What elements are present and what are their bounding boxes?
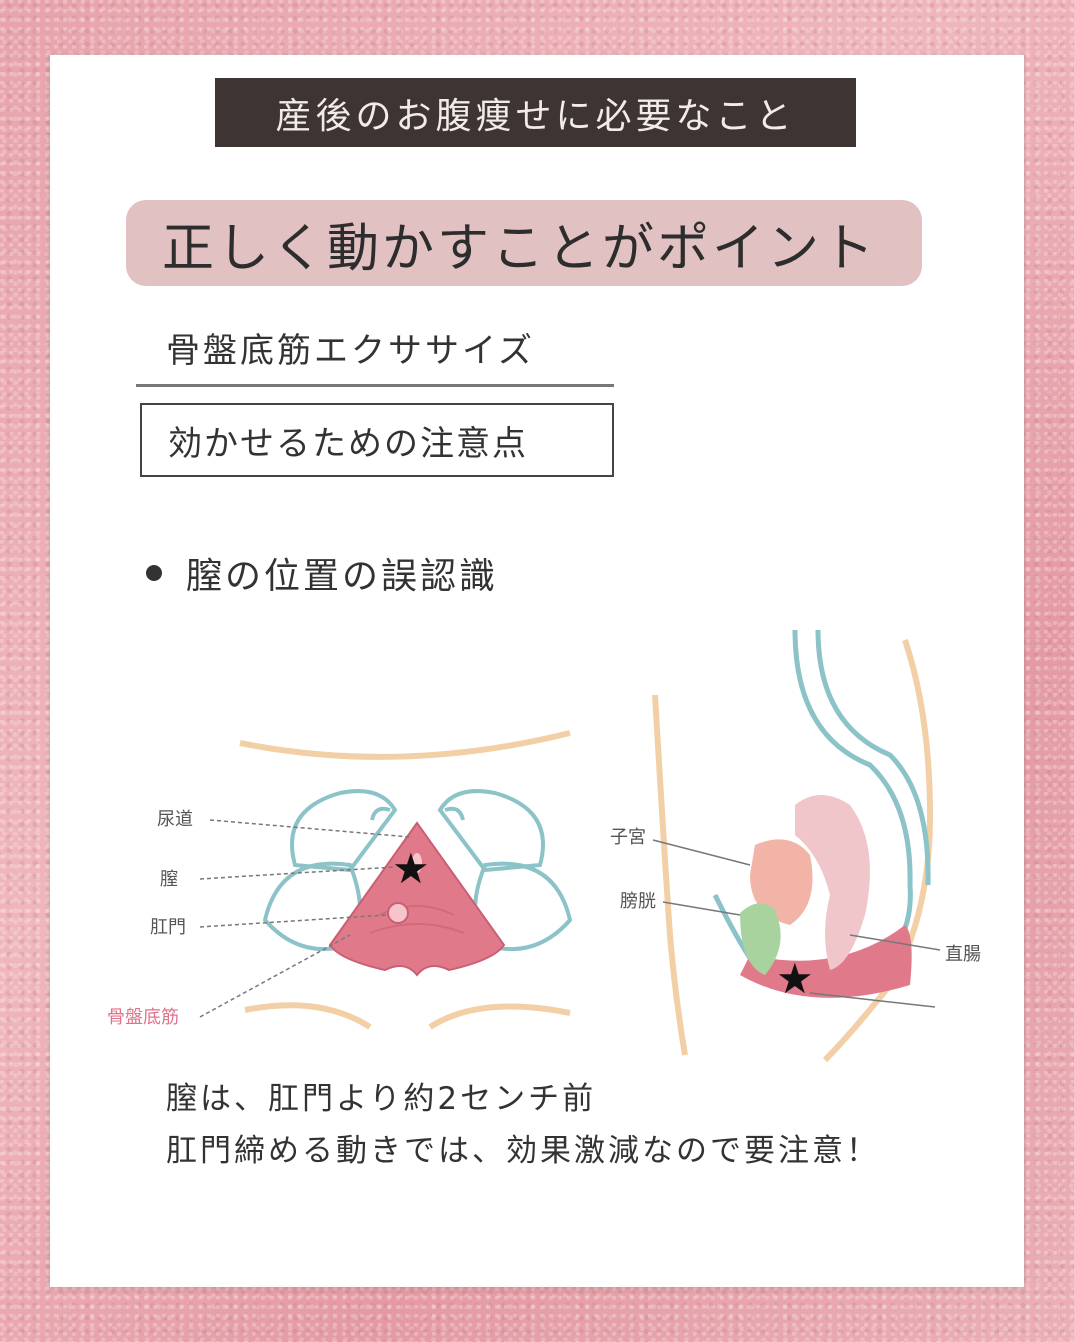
side-marker-star: ★ [776, 954, 814, 1003]
uterus-leader [652, 839, 751, 866]
anus-opening [387, 902, 409, 924]
label-vagina: 膣 [160, 869, 178, 890]
vagina-leader [199, 866, 396, 880]
bladder-leader [662, 901, 741, 916]
bullet-dot-icon [146, 565, 162, 581]
muscle-fibers [369, 905, 465, 934]
spine-sacrum [792, 629, 913, 937]
bullet-text: 膣の位置の誤認識 [186, 556, 499, 597]
rectum-leader [849, 934, 941, 951]
skin-back [822, 639, 934, 1063]
anatomy-diagram: ★ 尿道 膣 肛門 骨盤底筋 ★ 子宮 [107, 629, 981, 1063]
pelvic-floor-side-leader [809, 992, 936, 1008]
content-card: 産後のお腹痩せに必要なこと 正しく動かすことがポイント 骨盤底筋エクササイズ 効… [50, 55, 1024, 1287]
pelvic-bone-left [290, 789, 398, 873]
skin-front [652, 694, 688, 1056]
pelvic-floor-side [740, 925, 912, 998]
pelvic-bone-lower-right [473, 861, 573, 952]
header-title: 産後のお腹痩せに必要なこと [215, 78, 856, 147]
bladder-shape [740, 903, 781, 975]
urethra-opening [412, 853, 422, 873]
skin-line-top [239, 730, 571, 760]
label-anus: 肛門 [150, 917, 186, 938]
caution-box: 効かせるための注意点 [140, 403, 614, 477]
bullet-item: 膣の位置の誤認識 [146, 547, 498, 599]
pelvic-floor-muscle [328, 821, 506, 977]
urethra-leader [209, 819, 411, 838]
skin-line-bottom [244, 1002, 571, 1030]
label-rectum: 直腸 [945, 944, 981, 965]
anus-leader [199, 914, 387, 928]
explanation-line-2: 肛門締める動きでは、効果激減なので要注意！ [166, 1133, 880, 1169]
label-uterus: 子宮 [610, 827, 646, 848]
vagina-marker-star: ★ [392, 844, 430, 893]
pelvis-side-view: ★ 子宮 膀胱 直腸 [610, 629, 981, 1063]
explanation-text: 膣は、肛門より約2センチ前 肛門締める動きでは、効果激減なので要注意！ [166, 1073, 880, 1177]
spine-sacrum-back [815, 629, 931, 886]
label-urethra: 尿道 [157, 809, 193, 830]
section-subtitle: 骨盤底筋エクササイズ [166, 331, 535, 371]
label-bladder: 膀胱 [620, 891, 656, 912]
uterus-shape [750, 839, 813, 925]
pelvic-floor-front-view: ★ 尿道 膣 肛門 骨盤底筋 [107, 730, 573, 1030]
pelvic-bone-right [437, 789, 545, 873]
rectum-shape [795, 795, 870, 970]
pelvic-floor-leader [199, 934, 351, 1018]
pubic-symphysis [370, 806, 465, 821]
divider-line [136, 384, 614, 387]
explanation-line-1: 膣は、肛門より約2センチ前 [166, 1081, 597, 1117]
label-pelvic-floor: 骨盤底筋 [107, 1007, 179, 1028]
point-banner: 正しく動かすことがポイント [126, 200, 922, 286]
